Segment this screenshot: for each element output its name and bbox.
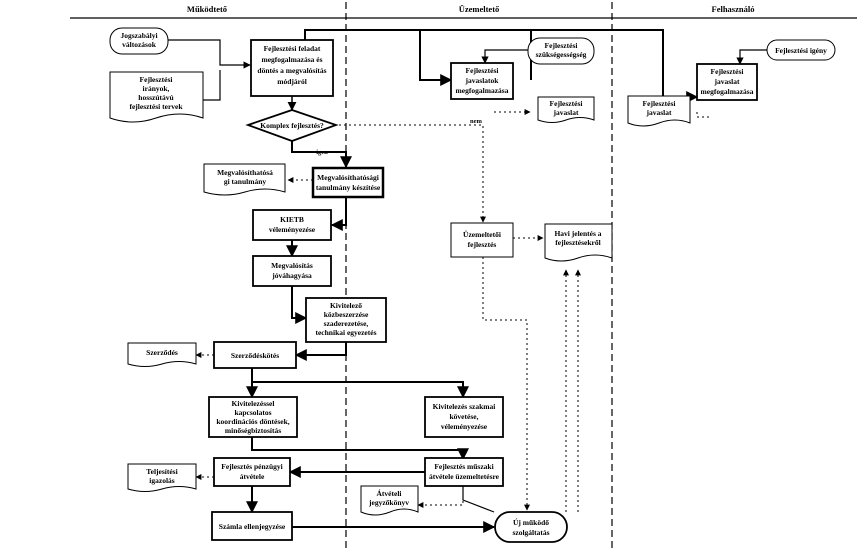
uzemelteto-javaslat-doc-shape (537, 96, 595, 123)
swimlane-frame (70, 2, 857, 550)
connectors (167, 29, 767, 533)
megvalositas-jovahagyasa-box (252, 255, 332, 287)
lane-header-felhasznalo: Felhasználó (712, 4, 755, 14)
label-yes: igen (316, 149, 328, 156)
uzemeltetoi-fejlesztes-box (450, 222, 514, 258)
fejlesztesi-igeny: Fejlesztési igény (775, 46, 827, 55)
penzugyi-atvetel-box (213, 457, 291, 487)
szerzodeskotes-text: Szerződéskötés (231, 351, 279, 360)
szamla-ellenjegyzese-box (211, 511, 293, 541)
lane-header-uzemelteto: Üzemeltető (459, 4, 500, 14)
atveteli-jegyzokonyv-doc-shape (360, 485, 419, 516)
lane-header-mukodteto: Működtető (187, 4, 227, 14)
szerzodes-doc: Szerződés (146, 348, 178, 357)
kivitelezo-kozbeszerzese-box (305, 297, 387, 343)
fejlesztesi-igeny-shape (766, 39, 836, 61)
szerzodeskotes-box (213, 341, 297, 369)
megvalosithatosagi-doc-shape (203, 163, 286, 196)
felhasznalo-javaslat-doc-shape (627, 95, 691, 127)
kivitelezessel-kapcsolatos-box (208, 396, 298, 438)
szamla-ellenjegyzese-text: Számla ellenjegyzése (219, 522, 286, 531)
jogszabalyi-valtozasok-shape (109, 27, 169, 55)
komplex-fejlesztes-decision (245, 109, 339, 142)
teljesitesi-igazolas-doc-shape (127, 463, 197, 492)
kietb-box (252, 209, 332, 241)
uzemelteto-javaslatok-box (450, 62, 514, 100)
komplex-fejlesztes-text: Komplex fejlesztés? (260, 121, 324, 130)
megvalosithatosagi-tanulmany-box (311, 166, 385, 199)
label-no: nem (470, 118, 483, 125)
fejlesztesi-iranyok-doc-shape (109, 71, 204, 123)
fejlesztesi-feladat-box (250, 39, 334, 97)
fejlesztesi-szuksegesseg-shape (527, 37, 595, 65)
uj-mukodo-szolgaltatas-terminator (494, 511, 568, 543)
kivitelezes-kovetese-box (424, 396, 504, 438)
havi-jelentes-doc-shape (544, 223, 613, 262)
felhasznalo-javaslat-box (696, 63, 758, 101)
muszaki-atvetel-box (424, 457, 504, 487)
szerzodes-doc-shape (127, 342, 197, 367)
